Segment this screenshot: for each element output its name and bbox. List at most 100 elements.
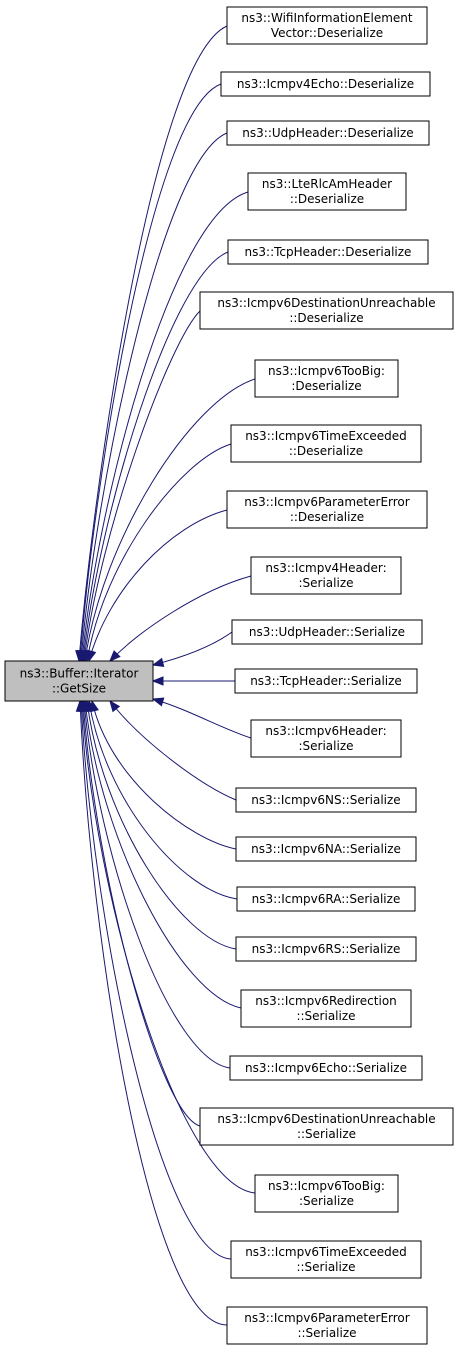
caller-node-box xyxy=(226,6,428,45)
edge-line xyxy=(91,700,237,850)
caller-node-label-line: :Serialize xyxy=(299,1194,354,1208)
caller-node[interactable]: ns3::Icmpv6ParameterError::Serialize xyxy=(226,1306,428,1345)
call-edge xyxy=(151,697,252,739)
caller-node-label-line: ns3::TcpHeader::Serialize xyxy=(250,674,402,688)
edge-line xyxy=(79,83,222,662)
caller-node-label-line: ns3::Icmpv6DestinationUnreachable xyxy=(217,296,435,310)
caller-node[interactable]: ns3::Icmpv6ParameterError::Deserialize xyxy=(226,490,428,529)
caller-node-label-line: ns3::Icmpv6DestinationUnreachable xyxy=(217,1112,435,1126)
caller-node-box xyxy=(234,668,418,694)
edge-line xyxy=(84,378,256,662)
edge-line xyxy=(82,251,229,662)
caller-node[interactable]: ns3::UdpHeader::Serialize xyxy=(231,619,423,645)
caller-node-box xyxy=(226,490,428,529)
caller-node-label-line: :Deserialize xyxy=(291,379,361,393)
edge-line xyxy=(81,700,256,1194)
caller-node-box xyxy=(247,172,407,211)
caller-node-label-line: ns3::Icmpv6TooBig: xyxy=(268,364,385,378)
caller-node-label-line: ns3::Icmpv6RS::Serialize xyxy=(252,942,401,956)
caller-node[interactable]: ns3::UdpHeader::Deserialize xyxy=(226,120,430,146)
edge-line xyxy=(86,700,237,950)
call-edge xyxy=(109,575,252,662)
caller-node-label-line: ns3::Icmpv6NS::Serialize xyxy=(251,793,400,807)
caller-node-label-line: ::Deserialize xyxy=(290,192,364,206)
caller-node-label-line: ::Serialize xyxy=(296,1009,355,1023)
caller-node-label-line: ::Deserialize xyxy=(289,444,363,458)
caller-node-box xyxy=(235,936,417,962)
caller-node-label-line: ::Serialize xyxy=(296,1260,355,1274)
caller-node-box xyxy=(230,424,422,463)
caller-node[interactable]: ns3::Icmpv6TimeExceeded::Serialize xyxy=(230,1240,422,1279)
caller-node[interactable]: ns3::Icmpv4Echo::Deserialize xyxy=(220,71,431,97)
call-edge xyxy=(76,83,222,663)
caller-node-box xyxy=(231,619,423,645)
caller-node-box xyxy=(235,787,417,813)
nodes: ns3::Buffer::Iterator::GetSize ns3::WifiI… xyxy=(4,6,454,1345)
caller-node-box xyxy=(235,836,417,862)
caller-node-label-line: ns3::Icmpv6Echo::Serialize xyxy=(245,1061,407,1075)
caller-node[interactable]: ns3::Icmpv6TooBig::Serialize xyxy=(254,1174,399,1213)
caller-node[interactable]: ns3::Icmpv6DestinationUnreachable::Seria… xyxy=(199,1107,454,1146)
caller-node-label-line: :Serialize xyxy=(298,576,353,590)
root-node-buffer-iterator-getsize-box xyxy=(4,660,154,702)
caller-node-box xyxy=(236,886,416,912)
caller-node-label-line: ::Deserialize xyxy=(290,510,364,524)
caller-node[interactable]: ns3::Icmpv6Redirection::Serialize xyxy=(240,989,412,1028)
caller-node[interactable]: ns3::TcpHeader::Deserialize xyxy=(227,239,429,265)
edge-arrowhead xyxy=(109,699,121,713)
call-edge xyxy=(78,191,249,663)
caller-node-label-line: ns3::UdpHeader::Serialize xyxy=(249,625,405,639)
caller-node-label-line: ns3::TcpHeader::Deserialize xyxy=(245,245,412,259)
edge-line xyxy=(84,700,242,1009)
edge-line xyxy=(88,700,238,900)
edges xyxy=(75,25,256,1326)
call-edge xyxy=(80,699,231,1069)
caller-node[interactable]: ns3::WifiInformationElementVector::Deser… xyxy=(226,6,428,45)
caller-node[interactable]: ns3::Icmpv6Header::Serialize xyxy=(250,719,402,758)
caller-node-label-line: ns3::Icmpv6TooBig: xyxy=(268,1179,385,1193)
edge-line xyxy=(86,443,232,662)
edge-line xyxy=(83,700,231,1069)
caller-node[interactable]: ns3::Icmpv6DestinationUnreachable::Deser… xyxy=(199,291,454,330)
caller-node-label-line: ::Deserialize xyxy=(289,311,363,325)
caller-node-label-line: Vector::Deserialize xyxy=(271,26,383,40)
caller-node[interactable]: ns3::Icmpv6Echo::Serialize xyxy=(229,1055,423,1081)
caller-node-box xyxy=(220,71,431,97)
edge-line xyxy=(109,700,237,801)
caller-node-label-line: ns3::Icmpv6ParameterError xyxy=(244,1311,410,1325)
call-edge xyxy=(87,509,228,663)
caller-node[interactable]: ns3::TcpHeader::Serialize xyxy=(234,668,418,694)
call-edge xyxy=(85,699,238,900)
caller-node[interactable]: ns3::Icmpv6TooBig::Deserialize xyxy=(254,359,399,398)
caller-node-label-line: ns3::Icmpv6Redirection xyxy=(255,994,397,1008)
caller-node[interactable]: ns3::Icmpv6RS::Serialize xyxy=(235,936,417,962)
caller-node[interactable]: ns3::Icmpv4Header::Serialize xyxy=(250,556,402,595)
caller-node[interactable]: ns3::Icmpv6RA::Serialize xyxy=(236,886,416,912)
caller-node[interactable]: ns3::LteRlcAmHeader::Deserialize xyxy=(247,172,407,211)
call-edge xyxy=(109,699,237,801)
caller-node-box xyxy=(227,239,429,265)
caller-node-box xyxy=(230,1240,422,1279)
caller-node-box xyxy=(226,120,430,146)
caller-node-label-line: ns3::Icmpv6TimeExceeded xyxy=(245,1245,407,1259)
edge-line xyxy=(88,509,228,662)
root-node-buffer-iterator-getsize-label-line: ::GetSize xyxy=(52,682,106,696)
caller-node-label-line: ns3::Icmpv6ParameterError xyxy=(244,495,410,509)
edge-line xyxy=(80,132,228,662)
root-node-buffer-iterator-getsize[interactable]: ns3::Buffer::Iterator::GetSize xyxy=(4,660,154,702)
caller-node[interactable]: ns3::Icmpv6NA::Serialize xyxy=(235,836,417,862)
caller-node-label-line: ns3::Icmpv6RA::Serialize xyxy=(252,892,401,906)
edge-line xyxy=(152,698,252,739)
call-edge xyxy=(81,699,242,1009)
caller-node-label-line: ::Serialize xyxy=(297,1326,356,1340)
edge-line xyxy=(152,631,233,666)
caller-node-box xyxy=(240,989,412,1028)
edge-arrowhead xyxy=(151,676,164,686)
caller-node[interactable]: ns3::Icmpv6NS::Serialize xyxy=(235,787,417,813)
caller-node[interactable]: ns3::Icmpv6TimeExceeded::Deserialize xyxy=(230,424,422,463)
caller-node-box xyxy=(226,1306,428,1345)
edge-line xyxy=(83,310,201,662)
call-edge xyxy=(151,676,236,686)
edge-line xyxy=(80,700,232,1260)
call-edge xyxy=(77,132,228,663)
